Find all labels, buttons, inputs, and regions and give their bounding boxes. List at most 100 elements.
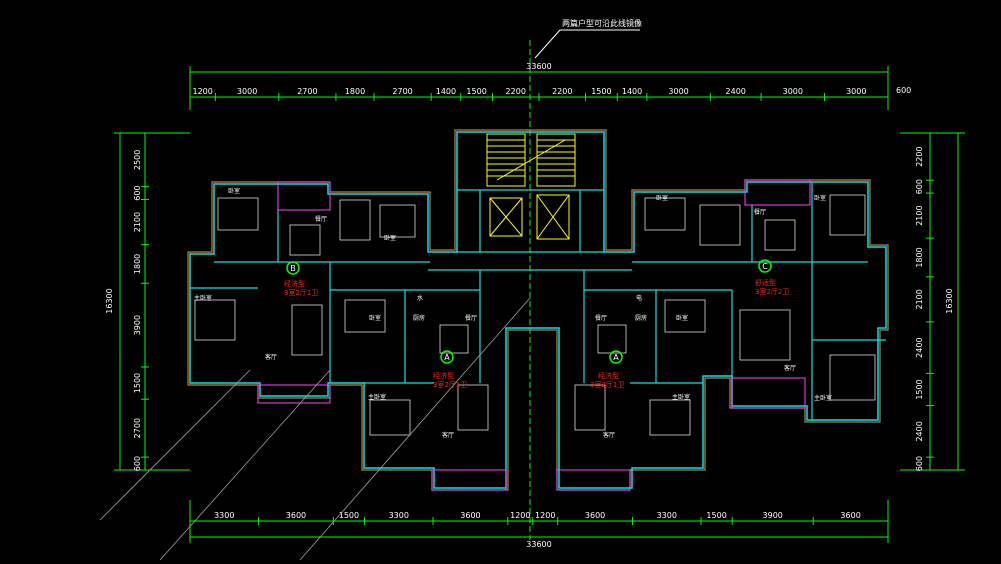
left-dim-label: 2700 — [133, 418, 142, 438]
top-dim-label: 1400 — [622, 87, 642, 96]
type-label-c: 舒适型 3室2厅2卫 — [755, 278, 789, 296]
room-label: 客厅 — [603, 431, 615, 439]
top-dim-label: 3000 — [668, 87, 688, 96]
right-dim-label: 2200 — [915, 146, 924, 166]
bottom-dim-label: 3300 — [214, 511, 234, 520]
type-label-a-left: 经济型 3室2厅1卫 — [433, 371, 467, 389]
room-label: 电 — [636, 294, 642, 302]
svg-text:经济型: 经济型 — [284, 279, 305, 288]
left-dimension-chain: 16300 2500 600 2100 1800 3900 1500 2700 600 — [105, 132, 190, 471]
room-label: 客厅 — [265, 353, 277, 361]
room-label: 餐厅 — [754, 208, 766, 216]
room-label: 厨房 — [413, 314, 425, 322]
room-labels: 卧室 主卧室 餐厅 卧室 客厅 卧室 厨房 水 餐厅 主卧室 客厅 餐厅 电 厨… — [194, 187, 832, 439]
bottom-dim-label: 3600 — [585, 511, 605, 520]
svg-text:舒适型: 舒适型 — [755, 278, 776, 287]
overall-depth-left: 16300 — [105, 288, 114, 313]
svg-text:3室2厅2卫: 3室2厅2卫 — [755, 287, 789, 296]
room-label: 卧室 — [676, 314, 688, 322]
room-label: 水 — [417, 294, 423, 302]
right-dim-label: 1500 — [915, 379, 924, 399]
svg-text:3室2厅1卫: 3室2厅1卫 — [590, 380, 624, 389]
left-dim-label: 2500 — [133, 150, 142, 170]
svg-text:3室2厅1卫: 3室2厅1卫 — [433, 380, 467, 389]
top-dimension-chain: 600 1200 3000 2700 1800 2700 1400 1500 2200 2200… — [189, 86, 911, 101]
left-dim-label: 1500 — [133, 373, 142, 393]
bottom-dim-label: 3300 — [657, 511, 677, 520]
mirror-note: 两篇户型可沿此线镜像 — [562, 18, 642, 28]
elevators — [489, 194, 570, 240]
room-label: 餐厅 — [465, 314, 477, 322]
bottom-dim-label: 1200 — [510, 511, 530, 520]
right-dim-label: 2100 — [915, 205, 924, 225]
left-dim-label: 600 — [133, 456, 142, 471]
left-dim-label: 600 — [133, 185, 142, 200]
room-label: 卧室 — [228, 187, 240, 195]
top-dim-label: 3000 — [783, 87, 803, 96]
top-dim-label: 1800 — [345, 87, 365, 96]
svg-text:A: A — [613, 353, 619, 362]
left-dim-label: 1800 — [133, 254, 142, 274]
type-label-a-right: 经济型 3室2厅1卫 — [590, 371, 624, 389]
right-dim-label: 2100 — [915, 289, 924, 309]
right-dim-label: 2400 — [915, 337, 924, 357]
room-label: 餐厅 — [315, 215, 327, 223]
right-dim-label: 2400 — [915, 421, 924, 441]
overall-width-top: 33600 — [526, 62, 551, 71]
room-label: 餐厅 — [595, 314, 607, 322]
room-label: 主卧室 — [368, 393, 386, 401]
overall-depth-right: 16300 — [945, 288, 954, 313]
bottom-dim-label: 3300 — [389, 511, 409, 520]
bottom-dim-label: 1500 — [706, 511, 726, 520]
top-dim-label: 2400 — [726, 87, 746, 96]
bottom-dim-label: 3600 — [460, 511, 480, 520]
top-dim-label: 2700 — [392, 87, 412, 96]
svg-text:C: C — [762, 262, 768, 271]
overall-dim-top: 33600 — [189, 62, 889, 110]
top-dim-label: 1200 — [193, 87, 213, 96]
leader-lines — [99, 297, 531, 561]
unit-marker-a-right: A — [609, 350, 623, 364]
top-dim-label: 1500 — [466, 87, 486, 96]
staircase — [486, 133, 576, 187]
svg-text:B: B — [290, 264, 296, 273]
room-label: 卧室 — [656, 194, 668, 202]
room-label: 主卧室 — [194, 294, 212, 302]
top-dim-label: 2700 — [297, 87, 317, 96]
left-dim-label: 3900 — [133, 315, 142, 335]
svg-text:3室2厅1卫: 3室2厅1卫 — [284, 288, 318, 297]
top-dim-label: 2200 — [552, 87, 572, 96]
room-label: 卧室 — [384, 234, 396, 242]
room-label: 主卧室 — [814, 394, 832, 402]
bottom-dim-label: 3900 — [763, 511, 783, 520]
room-label: 客厅 — [784, 364, 796, 372]
svg-text:经济型: 经济型 — [433, 371, 454, 380]
room-label: 卧室 — [369, 314, 381, 322]
bottom-dim-label: 3600 — [840, 511, 860, 520]
overall-width-bottom: 33600 — [526, 540, 551, 549]
top-dim-label: 3000 — [237, 87, 257, 96]
furniture — [194, 194, 876, 436]
unit-marker-b: B — [286, 261, 300, 275]
svg-text:A: A — [444, 353, 450, 362]
room-label: 厨房 — [635, 314, 647, 322]
bottom-dim-label: 1500 — [339, 511, 359, 520]
top-dim-label: 1500 — [591, 87, 611, 96]
svg-text:经济型: 经济型 — [598, 371, 619, 380]
top-dim-label: 2200 — [506, 87, 526, 96]
top-extra-dim: 600 — [896, 86, 911, 95]
bottom-dim-label: 1200 — [535, 511, 555, 520]
room-label: 客厅 — [442, 431, 454, 439]
room-label: 卧室 — [814, 194, 826, 202]
right-dim-label: 1800 — [915, 247, 924, 267]
right-dim-label: 600 — [915, 456, 924, 471]
top-dim-label: 3000 — [846, 87, 866, 96]
unit-marker-c: C — [758, 259, 772, 273]
right-dim-label: 600 — [915, 179, 924, 194]
room-label: 主卧室 — [672, 393, 690, 401]
top-dim-label: 1400 — [436, 87, 456, 96]
bottom-dimension-chain: 33600 3300 3600 1500 3300 3600 1200 1200 3600 33… — [189, 500, 889, 549]
balconies — [257, 179, 811, 491]
left-dim-label: 2100 — [133, 212, 142, 232]
